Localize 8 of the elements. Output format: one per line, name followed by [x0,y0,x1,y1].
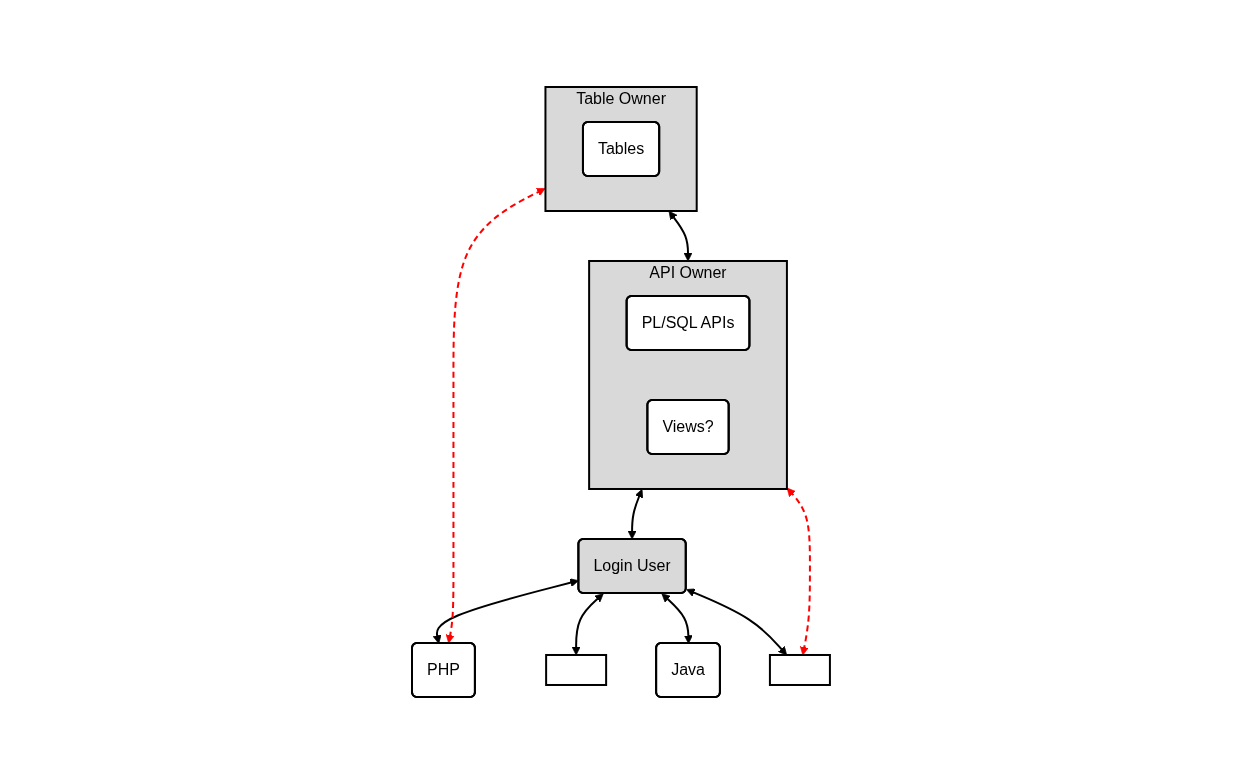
arrow [685,588,787,655]
arrow [661,592,693,644]
node-box [768,653,831,686]
arrow [786,487,811,655]
node-box [544,653,607,686]
arrow [627,488,643,539]
arrow [668,210,692,261]
arrow [571,592,604,655]
